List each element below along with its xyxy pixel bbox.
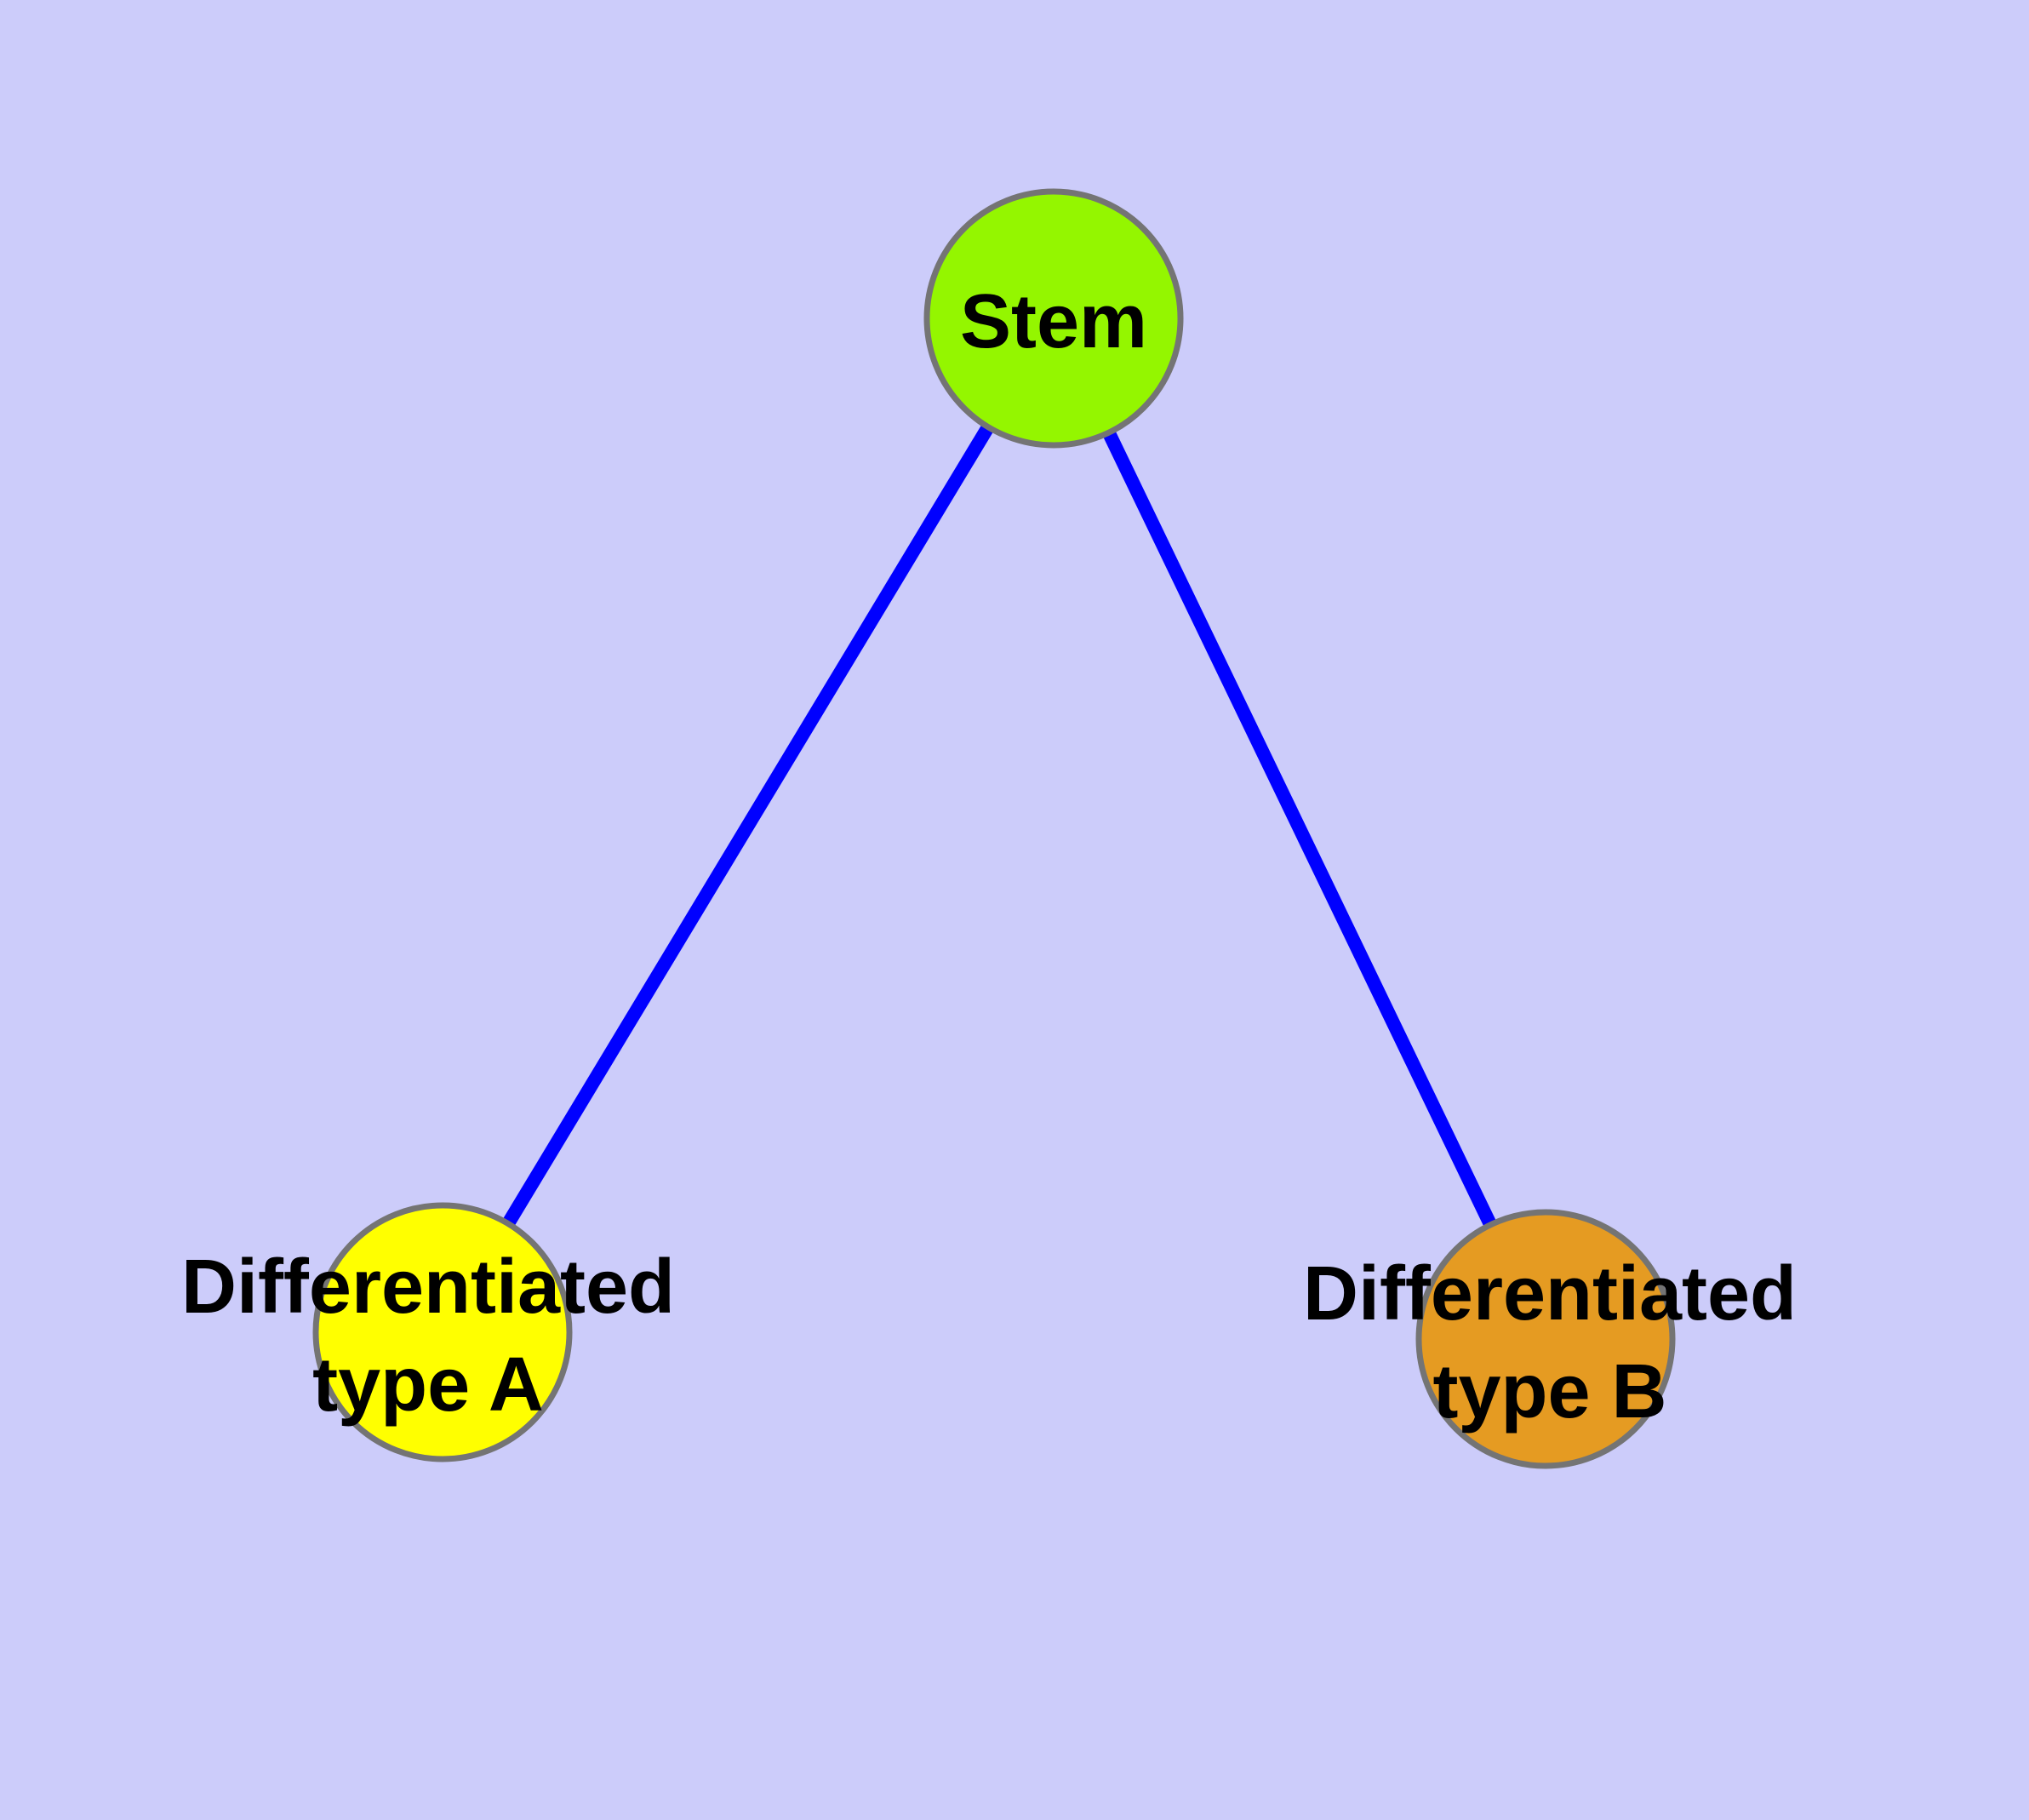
- node-type-a-label-line2: type A: [312, 1342, 544, 1428]
- node-type-b-label-line2: type B: [1432, 1349, 1666, 1434]
- edge-stem-to-type-a: [437, 314, 1060, 1336]
- node-type-b-label-line1: Differentiated: [1303, 1251, 1797, 1336]
- node-stem-label: Stem: [960, 279, 1147, 364]
- node-type-b: Differentiated type B: [1303, 1209, 1797, 1469]
- node-type-a: Differentiated type A: [181, 1202, 675, 1462]
- node-stem: Stem: [923, 188, 1184, 449]
- edge-layer: [437, 314, 1552, 1342]
- node-type-b-circle: [1415, 1209, 1676, 1469]
- node-type-a-label-line1: Differentiated: [181, 1245, 675, 1330]
- node-type-a-circle: [312, 1202, 573, 1462]
- edge-stem-to-type-b: [1047, 315, 1552, 1342]
- node-stem-circle: [923, 188, 1184, 449]
